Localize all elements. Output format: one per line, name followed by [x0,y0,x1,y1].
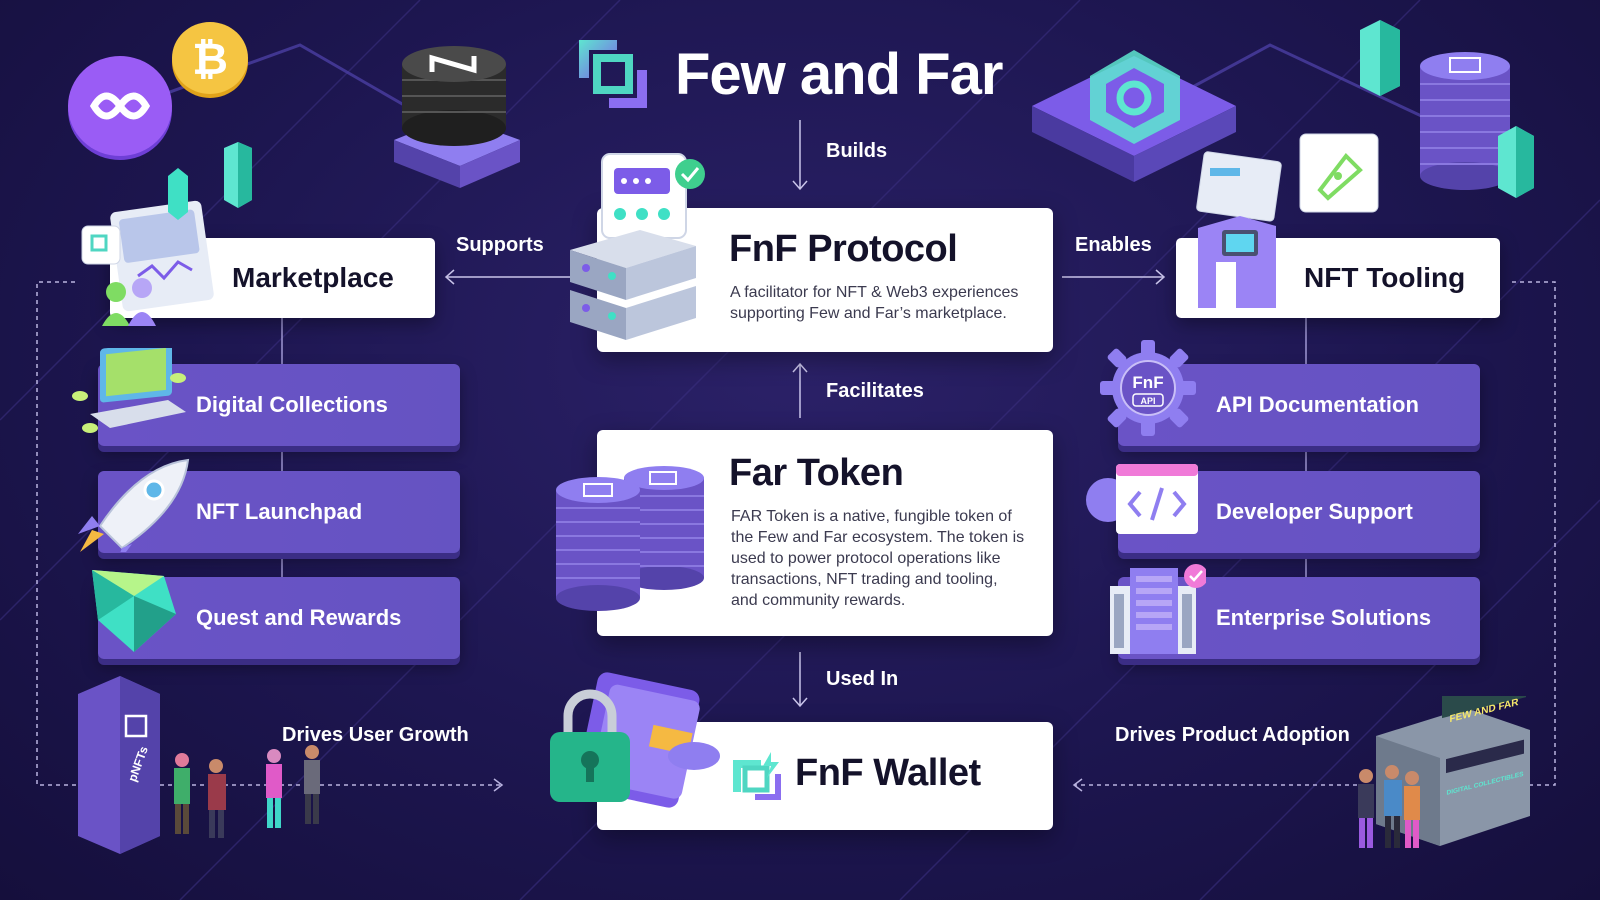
token-card: Far Token FAR Token is a native, fungibl… [597,430,1053,636]
rocket-icon [78,458,190,552]
token-description-line: and community rewards. [731,592,906,609]
brand-header: Few and Far [575,36,1003,112]
feature-label: Enterprise Solutions [1216,605,1432,630]
brand-name: Few and Far [675,41,1003,107]
feature-label: Quest and Rewards [196,605,402,630]
platform-logo-icon [1032,50,1236,182]
facilitates-label: Facilitates [826,380,924,402]
svg-text:₿: ₿ [192,35,228,84]
wallet-lock-icon [550,672,720,808]
marketplace-title: Marketplace [232,262,394,293]
gear-badge-bottom: API [1140,396,1155,406]
supports-label: Supports [456,234,544,256]
drives-product-adoption-label: Drives Product Adoption [1115,724,1350,746]
feature-label: API Documentation [1216,392,1419,417]
nft-tooling-title: NFT Tooling [1304,262,1466,293]
drives-user-growth-label: Drives User Growth [282,724,469,746]
crystal-icon [1498,126,1534,198]
enables-label: Enables [1075,234,1152,256]
wallet-title: FnF Wallet [795,752,981,794]
protocol-description-line: supporting Few and Far’s marketplace. [730,305,1007,322]
feature-label: Digital Collections [196,392,388,417]
feature-label: NFT Launchpad [196,499,363,524]
feature-label: Developer Support [1216,499,1413,524]
protocol-description: A facilitator for NFT & Web3 experiences… [730,282,1018,324]
used-in-label: Used In [826,668,899,690]
laptop-gallery-icon [72,348,186,433]
token-description-line: transactions, NFT trading and tooling, [731,571,998,588]
code-window-icon [1086,464,1198,534]
crystal-icon [168,142,252,220]
marketplace-icon [81,200,214,326]
coin-stack-icon [556,466,704,611]
near-coin-stack-icon [394,46,520,188]
tooling-machine-icon [1196,133,1379,308]
fnf-coin-stack-icon [1420,52,1510,190]
storefront-icon: FEW AND FAR DIGITAL COLLECTIBLES [1358,696,1530,848]
protocol-title: FnF Protocol [729,228,958,270]
wallet-logo-icon [733,752,781,800]
pnfts-tower-people-icon: pNFTs [78,676,320,854]
builds-label: Builds [826,140,888,162]
token-description-line: used to power protocol operations like [731,550,1001,567]
server-icon [570,153,705,340]
api-gear-icon: FnF API [1100,340,1196,436]
token-description-line: FAR Token is a native, fungible token of [731,508,1012,525]
gem-icon [92,570,176,652]
gear-badge-top: FnF [1132,373,1163,392]
crystal-icon [1360,20,1400,96]
token-description: FAR Token is a native, fungible token of… [731,506,1024,611]
building-icon [1110,564,1206,654]
fnf-logo-icon [579,40,647,108]
crypto-coins-icon: ₿ [68,22,248,160]
token-title: Far Token [729,452,904,494]
protocol-description-line: A facilitator for NFT & Web3 experiences [730,284,1019,301]
token-description-line: the Few and Far ecosystem. The token is [731,529,1025,546]
